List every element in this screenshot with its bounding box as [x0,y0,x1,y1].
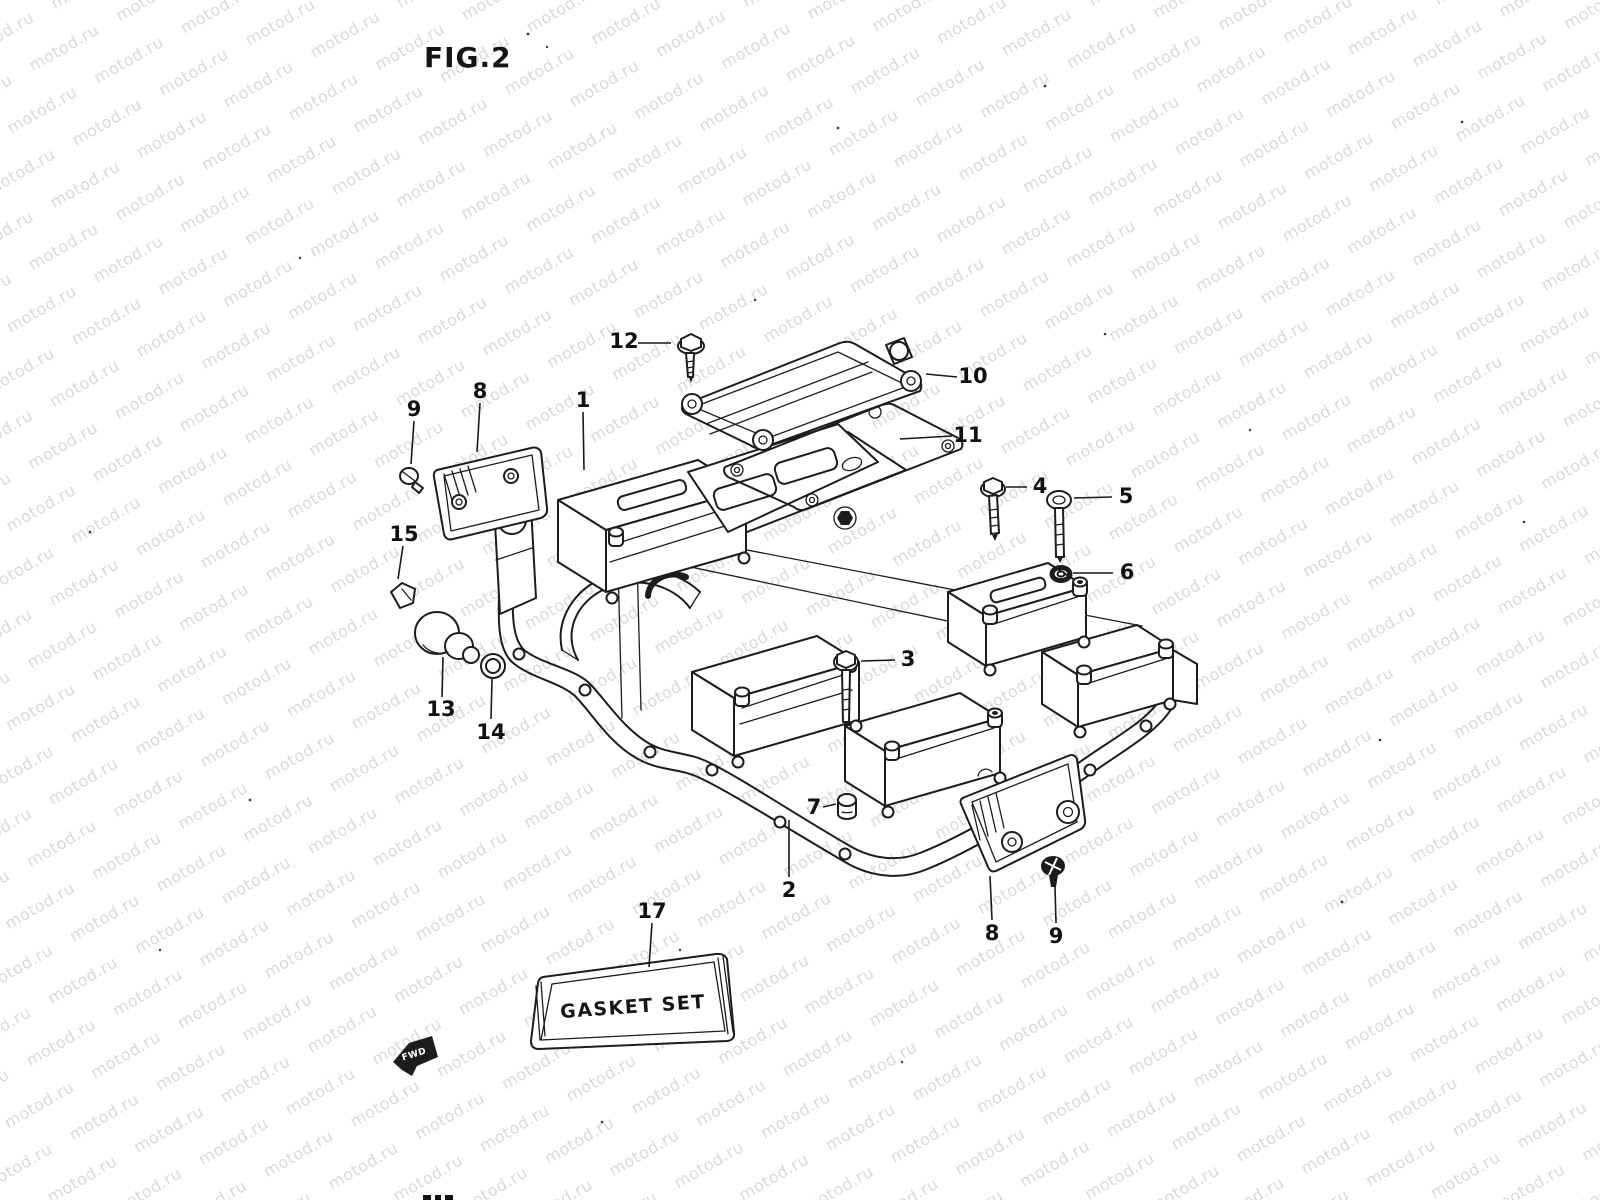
cover-foot-holes [605,551,1177,819]
part-callout-14: 14 [476,720,505,744]
part-callout-5: 5 [1119,484,1134,508]
callout-leader-11 [899,435,953,440]
part-callout-6: 6 [1120,560,1135,584]
part-1-cylinder-head-cover [491,431,1198,819]
noise-specks [88,32,1526,1124]
figure-title: FIG.2 [424,41,512,74]
callout-leader-15 [397,545,404,580]
part-3-bolt [833,650,859,729]
callout-leader-5 [1073,496,1113,499]
part-callout-17: 17 [637,899,666,923]
callout-leader-7 [822,803,837,808]
callout-leader-9 [1054,886,1057,924]
right-end-cap [1172,649,1198,705]
part-callout-15: 15 [389,522,418,546]
callout-leader-13 [441,656,444,698]
part-callout-11: 11 [953,423,982,447]
part-8-end-cover-left [432,446,549,541]
cropped-bottom-mark [423,1195,453,1200]
callout-layer: 12 10 11 9 8 1 15 4 5 6 3 13 14 7 2 8 9 17 [389,329,1135,968]
part-callout-8: 8 [473,379,488,403]
part-callout-2: 2 [782,878,797,902]
part-13-plug [414,611,480,664]
callout-leader-9 [410,420,415,465]
part-callout-12: 12 [609,329,638,353]
part-15-nut [390,582,416,609]
part-callout-3: 3 [901,647,916,671]
cam-tower-front-right [844,692,1001,807]
part-callout-8: 8 [985,921,1000,945]
callout-leader-17 [648,922,653,968]
callout-leader-14 [490,678,493,720]
part-callout-9: 9 [407,397,422,421]
callout-leader-3 [860,659,896,662]
part-7-plug-cap [837,793,857,820]
part-callout-10: 10 [958,364,987,388]
part-9-screw-right [1041,856,1065,887]
part-14-o-ring [480,653,506,679]
part-8-end-cover-right [959,754,1087,873]
breather-plate [687,423,879,533]
part-5-bolt [1046,490,1072,563]
part-callout-4: 4 [1033,474,1048,498]
part-callout-9: 9 [1049,924,1064,948]
part-4-bolt [980,477,1006,541]
part-callout-1: 1 [576,388,591,412]
callout-leader-1 [582,411,585,471]
part-callout-13: 13 [426,697,455,721]
part-6-washer [1049,565,1073,583]
fwd-arrow: FWD [393,1036,438,1076]
part-9-screw-left [399,467,424,494]
callout-leader-10 [925,373,958,378]
callout-leader-8 [989,875,993,921]
callout-leader-8 [476,402,481,453]
part-11-breather-gasket [723,402,964,512]
gasket-set-box: GASKET SET [530,952,736,1050]
cam-tower-front-center [691,635,860,757]
part-10-top-cover [681,337,923,451]
part-callout-7: 7 [807,795,822,819]
part-12-bolt [677,333,705,383]
